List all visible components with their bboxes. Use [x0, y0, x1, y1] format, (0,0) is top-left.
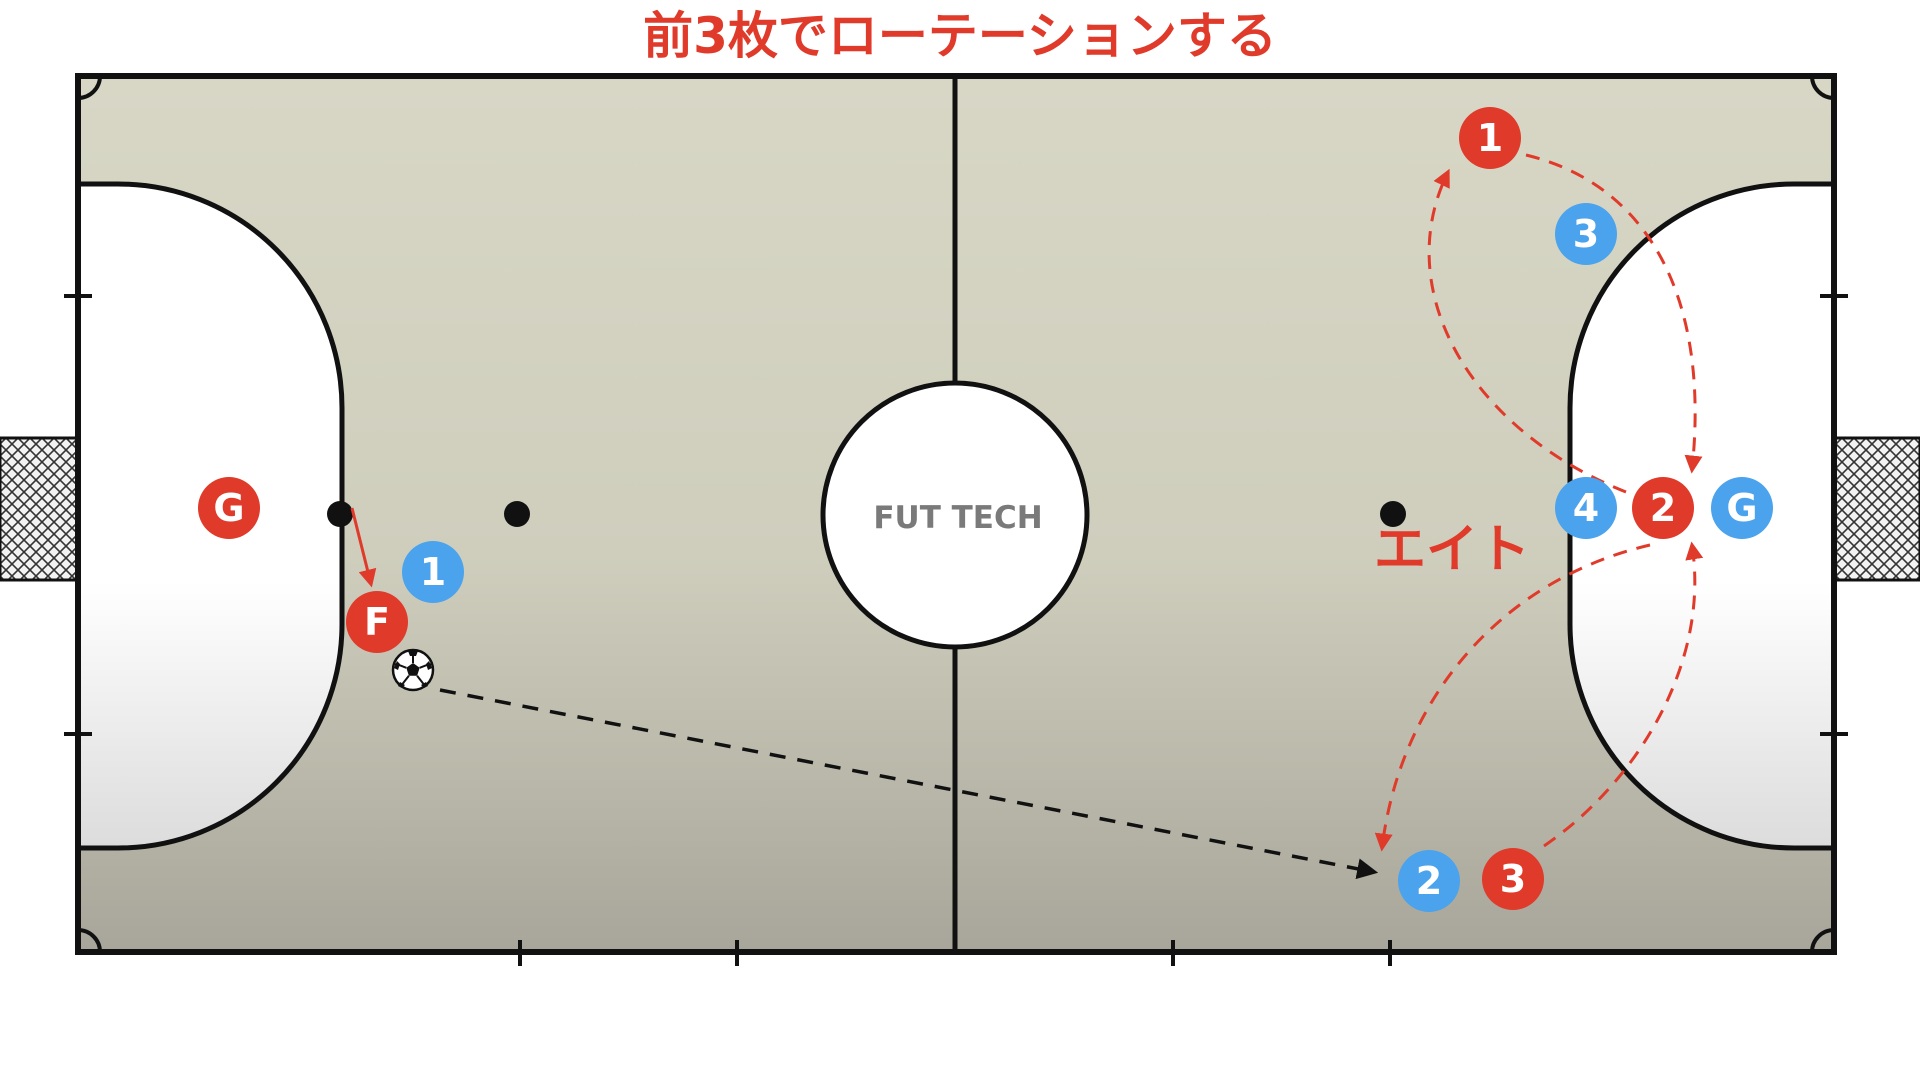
player-blue-1: 1: [402, 541, 464, 603]
corner-arc: [77, 75, 102, 100]
rotation-run-arrow: [1374, 543, 1651, 852]
penalty-spot: [327, 501, 353, 527]
pass-arrow: [439, 688, 1379, 880]
rotation-run-arrow: [1543, 541, 1704, 848]
goal-net-icon: [1832, 436, 1920, 582]
fixo-move-arrow: [350, 507, 377, 588]
player-red-3: 3: [1482, 848, 1544, 910]
goal-net-icon: [0, 436, 80, 582]
second-penalty-spot: [504, 501, 530, 527]
player-blue-2: 2: [1398, 850, 1460, 912]
pattern-annotation: エイト: [1374, 520, 1531, 580]
corner-arc: [1810, 75, 1835, 100]
player-red-1: 1: [1459, 107, 1521, 169]
player-blue-4: 4: [1555, 477, 1617, 539]
watermark-logo: FUT TECH: [873, 500, 1043, 536]
rotation-run-arrow: [1525, 153, 1703, 474]
rotation-run-arrow: [1427, 168, 1627, 494]
center-circle: [820, 380, 1090, 650]
player-red-2: 2: [1632, 477, 1694, 539]
diagram-title: 前3枚でローテーションする: [643, 7, 1277, 65]
player-blue-3: 3: [1555, 203, 1617, 265]
corner-arc: [77, 928, 102, 953]
player-blue-goalkeeper: G: [1711, 477, 1773, 539]
player-red-goalkeeper: G: [198, 477, 260, 539]
penalty-area-right: [1567, 181, 1837, 851]
soccer-ball-icon: [391, 648, 435, 692]
player-red-fixo: F: [346, 591, 408, 653]
corner-arc: [1810, 928, 1835, 953]
second-penalty-spot: [1380, 501, 1406, 527]
